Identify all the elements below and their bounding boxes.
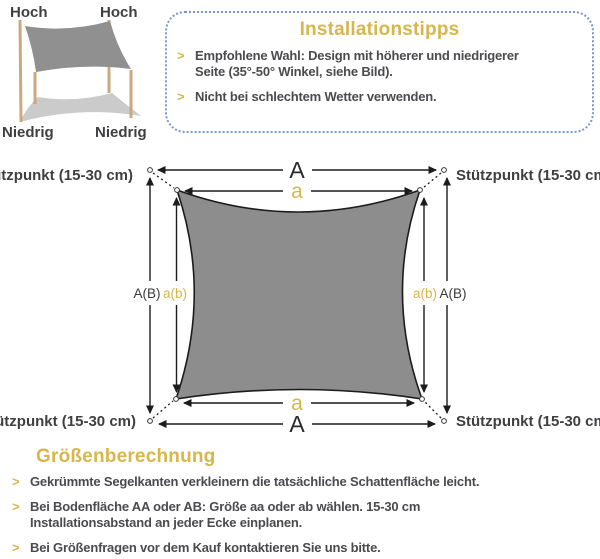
size-item-line: Gekrümmte Segelkanten verkleinern die ta… <box>30 474 480 489</box>
dotted-offset-bottom-left <box>152 400 174 419</box>
anchor-point-top-left <box>147 167 153 173</box>
anchor-point-bottom-left <box>147 418 153 424</box>
size-calculation-section: Größenberechnung > Gekrümmte Segelkanten… <box>0 446 600 559</box>
tips-item-text: Nicht bei schlechtem Wetter verwenden. <box>195 89 437 105</box>
support-label-top-left: Stützpunkt (15-30 cm) <box>0 167 133 184</box>
tips-item-line: Empfohlene Wahl: Design mit höherer und … <box>195 48 519 63</box>
tips-item: > Empfohlene Wahl: Design mit höherer un… <box>177 48 584 80</box>
bullet-chevron-icon: > <box>12 540 20 555</box>
bullet-chevron-icon: > <box>177 89 185 104</box>
sail-corner-top-right <box>417 187 423 193</box>
sail-illustration: Hoch Hoch Niedrig Niedrig <box>2 4 147 141</box>
tips-item-line: Seite (35°-50° Winkel, siehe Bild). <box>195 64 393 79</box>
size-item: > Bei Größenfragen vor dem Kauf kontakti… <box>12 540 600 556</box>
label-hoch-right: Hoch <box>100 4 138 21</box>
tips-item-line: Nicht bei schlechtem Wetter verwenden. <box>195 89 437 104</box>
size-item-line: Bei Bodenfläche AA oder AB: Größe aa ode… <box>30 499 421 514</box>
sail-shape <box>25 21 131 72</box>
size-item-line: Bei Größenfragen vor dem Kauf kontaktier… <box>30 540 381 555</box>
dotted-offset-bottom-right <box>423 400 442 419</box>
label-ab-right: a(b) <box>413 286 437 301</box>
sail-corner-bottom-left <box>173 396 179 402</box>
label-AB-left: A(B) <box>134 286 161 301</box>
bullet-chevron-icon: > <box>12 474 20 489</box>
label-A-bottom: A <box>289 411 305 437</box>
label-hoch-left: Hoch <box>10 4 48 21</box>
pole-back-left <box>18 19 23 123</box>
size-section-title: Größenberechnung <box>36 446 216 467</box>
anchor-point-top-right <box>441 167 447 173</box>
dotted-offset-top-right <box>422 172 442 189</box>
tips-item: > Nicht bei schlechtem Wetter verwenden. <box>177 89 584 105</box>
diagram-sail-shape <box>174 188 424 400</box>
anchor-point-bottom-right <box>441 418 447 424</box>
bullet-chevron-icon: > <box>177 48 185 63</box>
label-niedrig-left: Niedrig <box>2 124 54 141</box>
sail-corner-top-left <box>174 187 180 193</box>
sail-corner-bottom-right <box>419 396 425 402</box>
size-item-line: Installationsabstand an jeder Ecke einpl… <box>30 515 303 530</box>
tips-title: Installationstipps <box>299 19 460 40</box>
bullet-chevron-icon: > <box>12 499 20 514</box>
label-a-top: a <box>291 180 303 203</box>
size-item-text: Gekrümmte Segelkanten verkleinern die ta… <box>30 474 479 490</box>
label-AB-right: A(B) <box>440 286 467 301</box>
label-a-bottom: a <box>291 392 303 415</box>
support-label-top-right: Stützpunkt (15-30 cm) <box>456 167 600 184</box>
size-item: > Bei Bodenfläche AA oder AB: Größe aa o… <box>12 499 600 531</box>
sail-shadow-shape <box>20 93 141 122</box>
dotted-offset-top-left <box>152 172 175 189</box>
tips-item-text: Empfohlene Wahl: Design mit höherer und … <box>195 48 519 80</box>
label-ab-left: a(b) <box>163 286 187 301</box>
installation-tips-box: Installationstipps > Empfohlene Wahl: De… <box>165 11 594 133</box>
support-label-bottom-right: Stützpunkt (15-30 cm) <box>456 413 600 430</box>
support-label-bottom-left: Stützpunkt (15-30 cm) <box>0 413 136 430</box>
size-item-text: Bei Größenfragen vor dem Kauf kontaktier… <box>30 540 381 556</box>
label-niedrig-right: Niedrig <box>95 124 147 141</box>
size-item: > Gekrümmte Segelkanten verkleinern die … <box>12 474 600 490</box>
label-A-top: A <box>289 157 305 183</box>
size-item-text: Bei Bodenfläche AA oder AB: Größe aa ode… <box>30 499 420 531</box>
measurement-diagram: A a a A A(B) a(b) a(b) A(B) Stützpunkt (… <box>0 157 600 437</box>
